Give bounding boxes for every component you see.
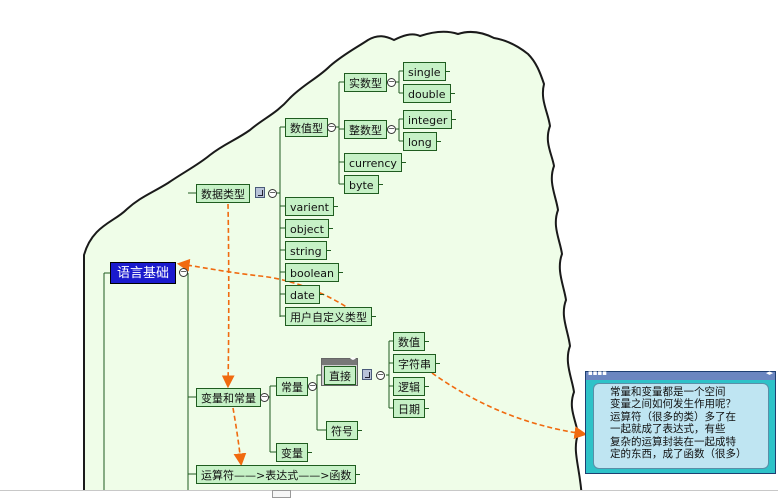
node-constant[interactable]: 常量 xyxy=(276,377,308,396)
node-operators[interactable]: 运算符——>表达式——>函数 xyxy=(196,465,361,484)
node-constant-label: 常量 xyxy=(281,381,303,394)
minus-circle-icon[interactable]: − xyxy=(260,392,269,402)
minus-circle-icon[interactable]: − xyxy=(387,77,396,87)
node-symbolic[interactable]: 符号 xyxy=(326,421,362,440)
node-varient[interactable]: varient xyxy=(285,197,338,216)
minus-circle-icon[interactable]: − xyxy=(268,188,277,198)
node-numeric[interactable]: 数值型 xyxy=(285,118,328,137)
node-long[interactable]: long xyxy=(403,132,441,151)
node-variable[interactable]: 变量 xyxy=(276,443,312,462)
node-date-value[interactable]: 日期 xyxy=(393,399,429,418)
node-integer[interactable]: integer xyxy=(403,110,457,129)
attachment-icon[interactable] xyxy=(255,187,265,198)
node-date-value-label: 日期 xyxy=(398,403,420,416)
node-string-label: string xyxy=(290,245,322,258)
callout-note[interactable]: ▪▪▪▪ ◂▸ 常量和变量都是一个空间变量之间如何发生作用呢？运算符（很多的类）… xyxy=(585,369,776,474)
node-literal-label: 直接 xyxy=(329,370,351,383)
node-vars-consts[interactable]: 变量和常量 xyxy=(196,388,261,407)
node-object-label: object xyxy=(290,223,324,236)
node-double-label: double xyxy=(408,88,446,101)
node-integer-type-label: 整数型 xyxy=(349,124,382,137)
callout-text: 常量和变量都是一个空间变量之间如何发生作用呢？运算符（很多的类）多了在一起就成了… xyxy=(593,383,769,469)
minus-circle-icon[interactable]: − xyxy=(387,124,396,134)
root-node[interactable]: 语言基础 xyxy=(110,262,176,284)
node-variable-label: 变量 xyxy=(281,447,303,460)
minus-circle-icon[interactable]: − xyxy=(376,370,385,380)
grip-icon: ▪▪▪▪ xyxy=(588,369,607,377)
callout-line: 一起就成了表达式，有些 xyxy=(610,423,726,436)
node-single[interactable]: single xyxy=(403,62,450,81)
callout-line: 运算符（很多的类）多了在 xyxy=(610,410,736,423)
node-integer-type[interactable]: 整数型 xyxy=(344,120,387,139)
node-string-value[interactable]: 字符串 xyxy=(393,354,440,373)
horizontal-scrollbar[interactable] xyxy=(0,490,778,500)
node-byte[interactable]: byte xyxy=(344,175,383,194)
node-currency-label: currency xyxy=(349,157,397,170)
minus-circle-icon[interactable]: − xyxy=(308,381,317,391)
node-string-value-label: 字符串 xyxy=(398,358,431,371)
node-data-types-label: 数据类型 xyxy=(201,188,245,201)
node-long-label: long xyxy=(408,136,432,149)
arrow-user-defined-to-root xyxy=(176,258,366,321)
minus-circle-icon[interactable]: − xyxy=(327,122,336,132)
node-logic-value-label: 逻辑 xyxy=(398,381,420,394)
node-double[interactable]: double xyxy=(403,84,455,103)
node-real-label: 实数型 xyxy=(349,77,382,90)
minus-circle-icon[interactable]: − xyxy=(179,267,188,277)
node-currency[interactable]: currency xyxy=(344,153,406,172)
arrow-data-types-to-vars xyxy=(221,203,235,389)
node-numeric-label: 数值型 xyxy=(290,122,323,135)
node-logic-value[interactable]: 逻辑 xyxy=(393,377,429,396)
node-user-defined-label: 用户自定义类型 xyxy=(290,311,367,324)
node-boolean-label: boolean xyxy=(290,267,334,280)
node-vars-consts-label: 变量和常量 xyxy=(201,392,256,405)
root-node-label: 语言基础 xyxy=(116,266,169,281)
node-boolean[interactable]: boolean xyxy=(285,263,343,282)
node-date-label: date xyxy=(290,289,315,302)
node-real[interactable]: 实数型 xyxy=(344,73,387,92)
attachment-icon[interactable] xyxy=(362,369,372,380)
node-number-value[interactable]: 数值 xyxy=(393,332,429,351)
node-symbolic-label: 符号 xyxy=(331,425,353,438)
node-single-label: single xyxy=(408,66,441,79)
arrow-vars-to-operators xyxy=(232,407,247,467)
node-byte-label: byte xyxy=(349,179,374,192)
callout-line: 定的东西，成了函数（很多） xyxy=(610,448,747,461)
node-literal[interactable]: 直接 xyxy=(324,366,356,385)
node-integer-label: integer xyxy=(408,114,448,127)
node-data-types[interactable]: 数据类型 xyxy=(196,184,250,203)
callout-titlebar[interactable]: ▪▪▪▪ ◂▸ xyxy=(586,369,775,380)
node-number-value-label: 数值 xyxy=(398,336,420,349)
node-user-defined[interactable]: 用户自定义类型 xyxy=(285,307,376,326)
node-string[interactable]: string xyxy=(285,241,331,260)
node-operators-label: 运算符——>表达式——>函数 xyxy=(201,469,352,482)
node-varient-label: varient xyxy=(290,201,329,214)
callout-line: 复杂的运算封装在一起成特 xyxy=(610,435,736,448)
resize-icon[interactable]: ◂▸ xyxy=(765,369,773,377)
arrow-string-to-callout xyxy=(431,372,588,439)
callout-line: 常量和变量都是一个空间 xyxy=(610,386,726,398)
node-object[interactable]: object xyxy=(285,219,333,238)
callout-line: 变量之间如何发生作用呢？ xyxy=(610,398,736,411)
node-date[interactable]: date xyxy=(285,285,324,304)
scrollbar-thumb[interactable] xyxy=(272,490,291,498)
